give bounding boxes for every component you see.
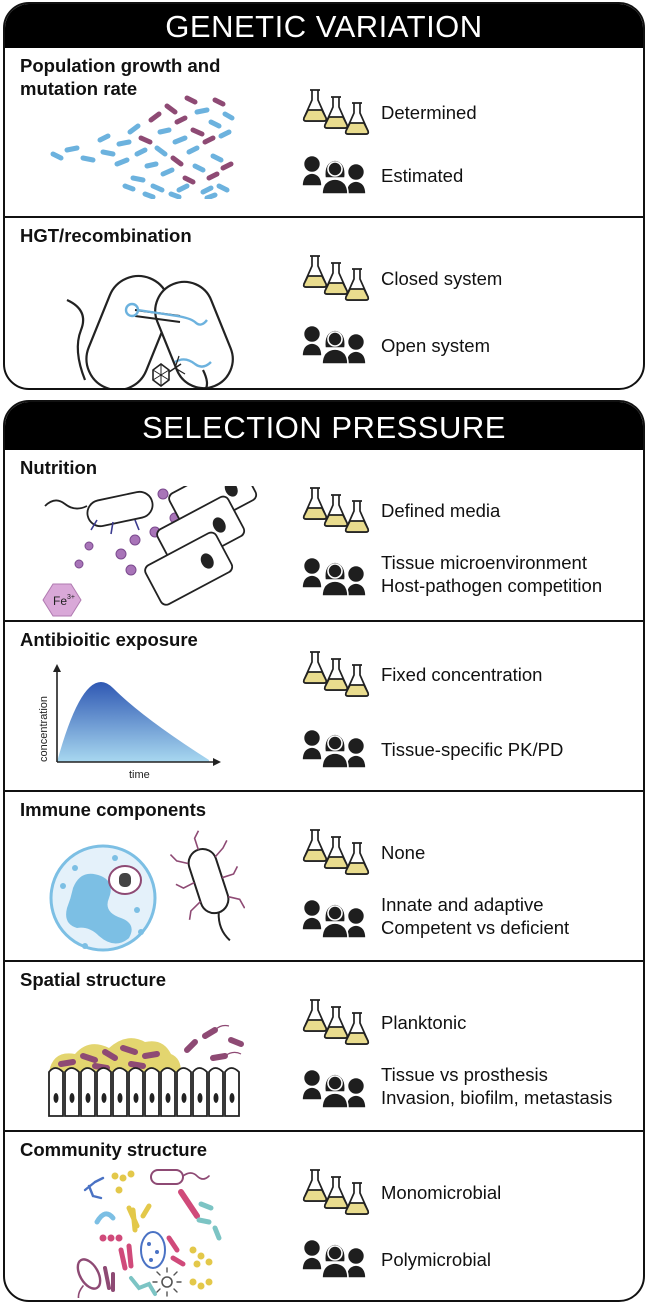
row-title: Immune components: [20, 799, 207, 820]
lab-flasks-icon: [301, 88, 371, 136]
iron-charge: 3+: [67, 594, 75, 601]
lab-flasks-icon: [301, 828, 371, 876]
lab-flasks-icon: [301, 650, 371, 698]
lab-condition-text: Defined media: [381, 500, 501, 521]
row-title: Antibioitic exposure: [20, 629, 198, 650]
microbial-community-illustration: [76, 1169, 222, 1298]
patients-icon: [301, 1066, 371, 1110]
pk-curve-illustration: concentration time: [38, 664, 221, 781]
bacteria-population-illustration: [50, 95, 235, 199]
lab-condition-text: None: [381, 842, 426, 863]
row-title: Nutrition: [20, 457, 98, 478]
patients-icon: [301, 726, 371, 770]
panel-title: SELECTION PRESSURE: [5, 402, 643, 450]
lab-condition-text: Monomicrobial: [381, 1182, 502, 1203]
row-antibiotic-exposure: Antibioitic exposure concentration time …: [5, 620, 643, 792]
lab-condition-text: Determined: [381, 102, 477, 123]
x-axis-label: time: [129, 769, 150, 781]
hgt-conjugation-illustration: [66, 274, 234, 388]
nutrition-illustration: Fe 3+: [42, 486, 258, 617]
patients-icon: [301, 152, 371, 196]
row-title: HGT/recombination: [20, 225, 192, 246]
clinic-condition-text: Open system: [381, 335, 490, 356]
row-hgt-recombination: HGT/recombination Closed system Open: [5, 216, 643, 388]
lab-condition-text: Fixed concentration: [381, 664, 543, 685]
row-spatial-structure: Spatial structure: [5, 960, 643, 1132]
patients-icon: [301, 554, 371, 598]
patients-icon: [301, 322, 371, 366]
clinic-condition-text: Tissue vs prosthesis Invasion, biofilm, …: [381, 1064, 613, 1108]
clinic-condition-text: Estimated: [381, 165, 464, 186]
lab-condition-text: Closed system: [381, 268, 503, 289]
lab-flasks-icon: [301, 1168, 371, 1216]
row-community-structure: Community structure: [5, 1130, 643, 1300]
selection-pressure-panel: SELECTION PRESSURE Nutrition: [3, 400, 645, 1302]
row-title: Population growth and mutation rate: [20, 55, 221, 99]
clinic-condition-text: Innate and adaptive Competent vs deficie…: [381, 894, 570, 938]
panel-title: GENETIC VARIATION: [5, 4, 643, 48]
row-population-growth: Population growth and mutation rate: [5, 48, 643, 206]
lab-flasks-icon: [301, 254, 371, 302]
row-title: Spatial structure: [20, 969, 166, 990]
patients-icon: [301, 1236, 371, 1280]
epithelium-biofilm-illustration: [48, 1024, 244, 1117]
immune-cell-illustration: [49, 830, 245, 952]
lab-flasks-icon: [301, 998, 371, 1046]
lab-condition-text: Planktonic: [381, 1012, 467, 1033]
patients-icon: [301, 896, 371, 940]
row-immune-components: Immune components None: [5, 790, 643, 962]
y-axis-label: concentration: [38, 696, 50, 762]
row-nutrition: Nutrition: [5, 450, 643, 620]
clinic-condition-text: Tissue microenvironment Host-pathogen co…: [381, 552, 603, 596]
lab-flasks-icon: [301, 486, 371, 534]
clinic-condition-text: Tissue-specific PK/PD: [381, 739, 564, 760]
clinic-condition-text: Polymicrobial: [381, 1249, 492, 1270]
row-title: Community structure: [20, 1139, 208, 1160]
iron-label: Fe: [53, 594, 67, 608]
genetic-variation-panel: GENETIC VARIATION Population growth and …: [3, 2, 645, 390]
